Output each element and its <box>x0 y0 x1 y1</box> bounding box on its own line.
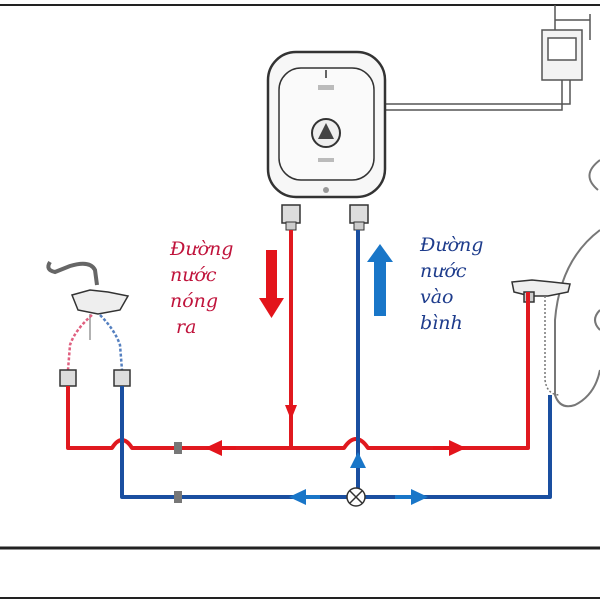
hot-outlet-line-1: Đường <box>170 238 234 260</box>
faucet-cold-hose <box>99 314 124 371</box>
hot-arrow-left <box>205 440 222 456</box>
hot-arrow-right <box>449 440 466 456</box>
water-heater-icon <box>266 50 387 231</box>
basin-faucet-icon <box>46 260 130 340</box>
cold-arrow-up <box>350 452 366 468</box>
hot-outlet-label: Đường nước nóng ra <box>170 236 233 340</box>
hot-flow-arrows <box>205 405 466 456</box>
power-socket-icon <box>385 5 591 111</box>
valve-icon <box>346 487 366 507</box>
cold-inlet-line-2: nước <box>420 260 467 282</box>
faucet-hot-hose <box>66 314 93 371</box>
hot-outlet-line-4: ra <box>170 316 197 338</box>
hot-arrow-down-pipe <box>285 405 297 420</box>
cold-flow-arrows <box>289 452 428 505</box>
cold-inlet-line-3: vào <box>420 286 454 308</box>
cold-pipe-fitting <box>174 491 182 503</box>
cold-water-pipes <box>120 230 552 499</box>
cold-inlet-line-4: bình <box>420 312 463 334</box>
cold-arrow-right-tail <box>395 495 413 499</box>
shower-mixer-icon <box>511 279 571 396</box>
shower-head-icon <box>554 159 600 408</box>
faucet-hot-valve <box>59 369 77 387</box>
cold-inlet-big-arrow <box>367 244 393 316</box>
hot-pipe-fitting <box>174 442 182 454</box>
hot-arrow-right-tail <box>433 446 451 450</box>
cold-arrow-left-tail <box>304 495 320 499</box>
cold-arrow-left <box>289 489 306 505</box>
hot-outlet-line-3: nóng <box>170 290 219 312</box>
hot-arrow-left-tail <box>220 446 236 450</box>
hot-outlet-big-arrow <box>259 250 284 318</box>
hot-outlet-line-2: nước <box>170 264 217 286</box>
cold-arrow-right <box>411 489 428 505</box>
faucet-cold-valve <box>113 369 131 387</box>
cold-inlet-line-1: Đường <box>420 234 484 256</box>
cold-inlet-label: Đường nước vào bình <box>420 232 483 336</box>
